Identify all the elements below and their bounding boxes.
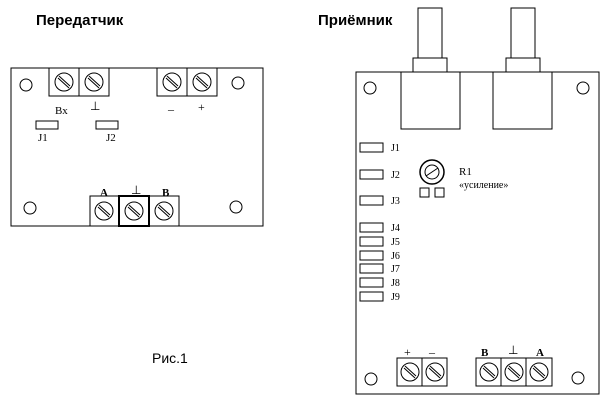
rx-jumper-label: J4: [391, 223, 400, 234]
rx-plus-label: +: [404, 345, 411, 359]
input-label: Вх: [55, 105, 68, 117]
rx-power-terminal-block: [396, 357, 448, 387]
connector-right: [505, 7, 541, 73]
mounting-hole: [364, 372, 378, 386]
rx-output-terminal-block: [475, 357, 553, 387]
pot-label: R1: [459, 166, 472, 178]
connector-left: [412, 7, 448, 73]
transmitter-title: Передатчик: [36, 12, 124, 29]
rx-jumper: [359, 195, 384, 206]
ground-label: ⊥: [90, 99, 100, 113]
input-terminal-block: [48, 67, 110, 97]
receiver-title: Приёмник: [318, 12, 393, 29]
rx-jumper-label: J7: [391, 264, 400, 275]
rx-jumper: [359, 277, 384, 288]
connector-right-body: [492, 71, 553, 130]
figure-caption: Рис.1: [152, 350, 188, 366]
rx-jumper: [359, 250, 384, 261]
terminal-b-label: B: [162, 187, 170, 199]
output-terminal-block: [89, 195, 180, 227]
jumper-j1: [35, 120, 59, 130]
terminal-a-label: A: [100, 187, 108, 199]
jumper-j2-label: J2: [106, 132, 116, 144]
pot-caption: «усиление»: [459, 180, 508, 191]
rx-jumper-label: J9: [391, 292, 400, 303]
rx-jumper-label: J3: [391, 196, 400, 207]
rx-terminal-a-label: A: [536, 347, 544, 359]
rx-jumper: [359, 291, 384, 302]
rx-jumper-label: J1: [391, 143, 400, 154]
mounting-hole: [23, 201, 37, 215]
mounting-hole: [19, 78, 33, 92]
mounting-hole: [231, 76, 245, 90]
terminal-ground-label: ⊥: [131, 183, 141, 197]
rx-jumper-label: J2: [391, 170, 400, 181]
mounting-hole: [571, 371, 585, 385]
jumper-j2: [95, 120, 119, 130]
jumper-j1-label: J1: [38, 132, 48, 144]
minus-label: –: [167, 102, 175, 116]
rx-jumper-label: J8: [391, 278, 400, 289]
mounting-hole: [229, 200, 243, 214]
mounting-hole: [363, 81, 377, 95]
rx-jumper-label: J5: [391, 237, 400, 248]
rx-jumper: [359, 263, 384, 274]
rx-jumper: [359, 236, 384, 247]
connector-left-body: [400, 71, 461, 130]
mounting-hole: [576, 81, 590, 95]
power-terminal-block: [156, 67, 218, 97]
rx-jumper: [359, 222, 384, 233]
receiver-board: [355, 71, 600, 395]
rx-jumper-label: J6: [391, 251, 400, 262]
rx-jumper: [359, 142, 384, 153]
potentiometer-r1: [419, 159, 445, 198]
rx-ground-label: ⊥: [508, 343, 518, 357]
plus-label: +: [198, 100, 205, 114]
rx-jumper: [359, 169, 384, 180]
rx-terminal-b-label: B: [481, 347, 489, 359]
rx-minus-label: –: [428, 345, 436, 359]
